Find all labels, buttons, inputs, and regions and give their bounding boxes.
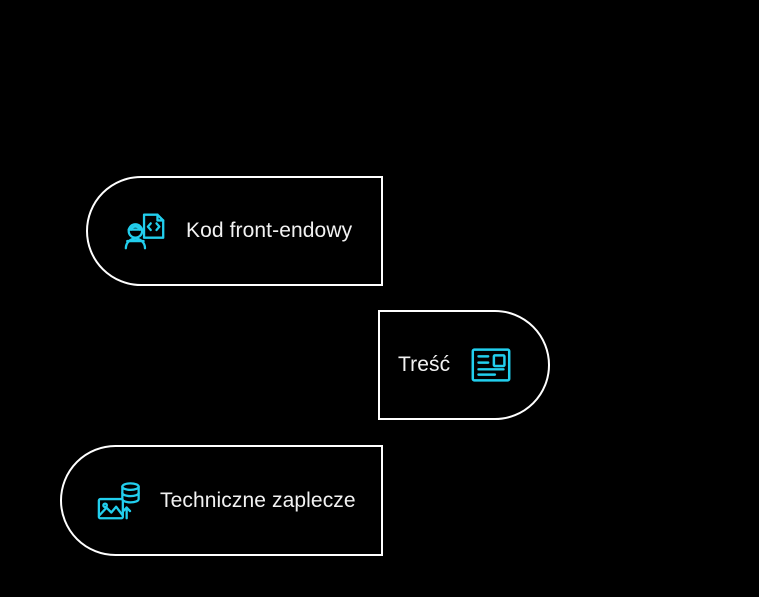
article-content-icon <box>468 342 514 388</box>
card-content-label: Treść <box>398 353 451 377</box>
card-frontend[interactable]: Kod front-endowy <box>86 176 383 286</box>
card-frontend-label: Kod front-endowy <box>186 219 353 243</box>
card-backend-label: Techniczne zaplecze <box>160 488 356 512</box>
card-content[interactable]: Treść <box>378 310 550 420</box>
media-database-upload-icon <box>96 478 142 524</box>
card-backend[interactable]: Techniczne zaplecze <box>60 445 383 556</box>
developer-code-icon <box>122 208 168 254</box>
